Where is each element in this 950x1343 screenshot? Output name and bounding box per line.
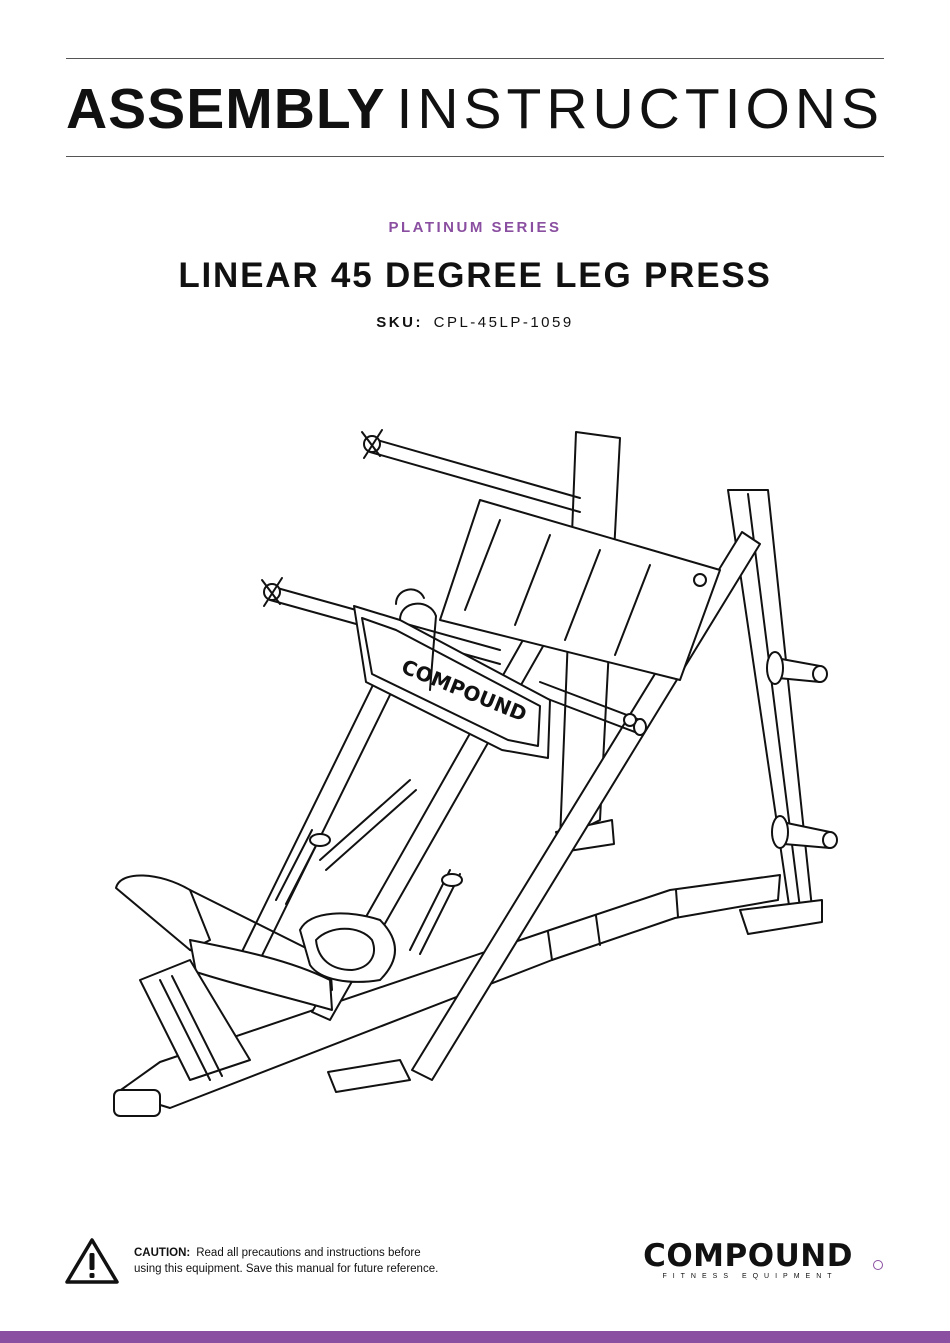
caution-line-2: using this equipment. Save this manual f… (134, 1263, 439, 1275)
product-series: PLATINUM SERIES (388, 219, 562, 236)
front-foot (327, 1059, 411, 1093)
seat-back (115, 874, 211, 951)
caution-text-1: Read all precautions and instructions be… (196, 1247, 421, 1259)
leg-press-illustration: COMPOUND (113, 429, 838, 1117)
caution-label: CAUTION: (134, 1247, 191, 1259)
brand-dot-icon (873, 1260, 883, 1270)
product-sku: SKU: CPL-45LP-1059 (0, 314, 950, 331)
seat-pad (299, 912, 396, 983)
bottom-divider (66, 156, 884, 157)
title-light: INSTRUCTIONS (396, 77, 884, 141)
caution-line-1: CAUTION: Read all precautions and instruc… (134, 1245, 554, 1261)
brand-name: COMPOUND (643, 1238, 853, 1274)
sku-label: SKU: (376, 314, 423, 331)
title-bold: ASSEMBLY (66, 77, 386, 141)
top-divider (66, 58, 884, 59)
seat-cushion (189, 939, 333, 1011)
sku-value: CPL-45LP-1059 (433, 314, 574, 331)
caution-notice: CAUTION: Read all precautions and instruc… (134, 1245, 554, 1277)
carriage-frame (439, 499, 721, 681)
product-name: LINEAR 45 DEGREE LEG PRESS (178, 256, 772, 295)
brand-logo: COMPOUND FITNESS EQUIPMENT (624, 1238, 886, 1288)
weight-horn-bottom (781, 821, 831, 849)
brand-tagline: FITNESS EQUIPMENT (662, 1273, 838, 1280)
warning-triangle-icon (65, 1238, 119, 1284)
base-rail (117, 874, 781, 1109)
accent-footer-bar (0, 1331, 950, 1343)
